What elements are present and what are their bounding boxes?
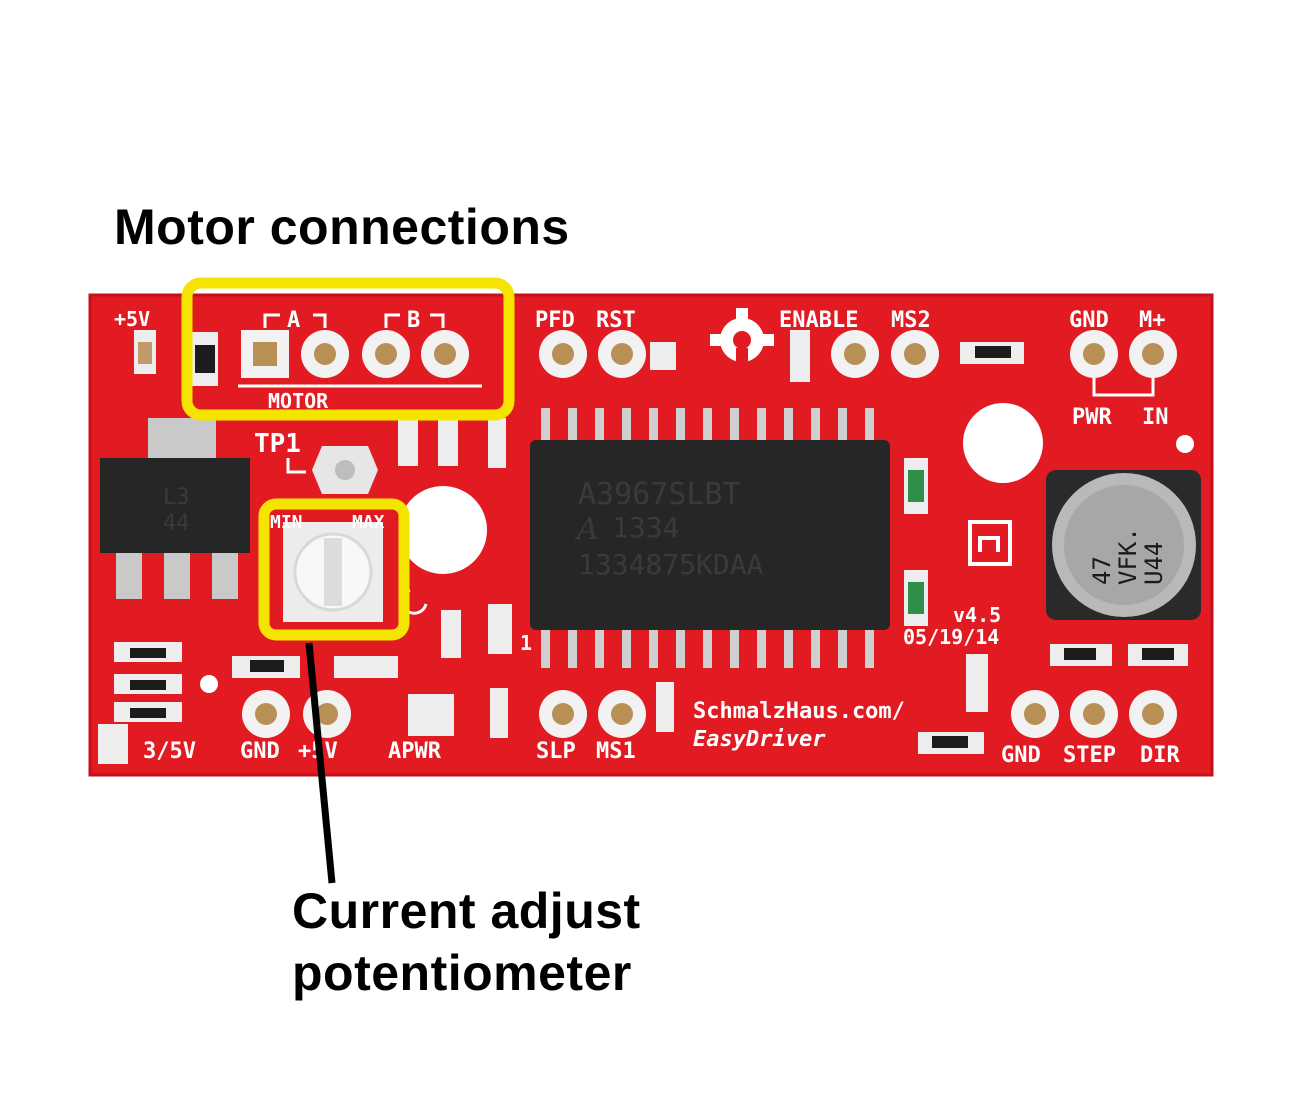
motor-header: [238, 313, 482, 388]
potentiometer-highlight: [258, 498, 410, 641]
current-potentiometer: [283, 522, 383, 622]
label-3-5v: 3/5V: [143, 739, 196, 764]
label-version: v4.5: [953, 603, 1001, 627]
capacitor: 47 VFK. U44: [1046, 470, 1201, 620]
current-adjust-line1: Current adjust: [292, 883, 641, 939]
capacitor-line2: VFK.: [1114, 527, 1142, 585]
label-ms1: MS1: [596, 739, 636, 764]
pointer-line: [305, 642, 336, 884]
svg-text:A: A: [574, 512, 599, 547]
capacitor-line3: U44: [1140, 542, 1168, 585]
label-gnd-top: GND: [1069, 308, 1109, 333]
house-icon: [968, 520, 1012, 566]
label-tp1: TP1: [254, 429, 301, 459]
motor-connections-label: Motor connections: [114, 199, 570, 255]
label-a: A: [287, 308, 300, 333]
label-b: B: [407, 308, 420, 333]
regulator-line2: 44: [163, 511, 190, 536]
voltage-regulator: L3 44: [100, 418, 250, 599]
label-in: IN: [1142, 405, 1169, 430]
open-hardware-logo-icon: [710, 308, 774, 374]
motor-connections-highlight: [181, 277, 515, 421]
mounting-hole-left: [399, 486, 487, 574]
label-apwr: APWR: [388, 739, 442, 764]
label-step: STEP: [1063, 743, 1116, 768]
label-pfd: PFD: [535, 308, 575, 333]
capacitor-line1: 47: [1088, 556, 1116, 585]
chip-line2: 1334: [612, 511, 679, 544]
label-gnd-bottom-left: GND: [240, 739, 280, 764]
label-motor: MOTOR: [268, 389, 329, 413]
label-product: EasyDriver: [693, 727, 826, 752]
current-adjust-label: Current adjust potentiometer: [292, 880, 641, 1004]
tp1-arrow-icon: [286, 458, 306, 474]
label-min: MIN: [270, 512, 303, 533]
label-m-plus: M+: [1139, 308, 1166, 333]
label-plus5v-top: +5V: [114, 307, 150, 331]
chip-line1: A3967SLBT: [578, 477, 741, 512]
label-enable: ENABLE: [779, 308, 858, 333]
label-pwr: PWR: [1072, 405, 1112, 430]
label-gnd-bottom-right: GND: [1001, 743, 1041, 768]
label-max: MAX: [352, 512, 385, 533]
regulator-line1: L3: [163, 485, 190, 510]
label-site: SchmalzHaus.com/: [693, 699, 905, 724]
driver-chip: [530, 440, 890, 630]
label-pin-one: 1: [520, 631, 532, 655]
label-ms2: MS2: [891, 308, 931, 333]
label-rst: RST: [596, 308, 636, 333]
chip-line3: 1334875KDAA: [578, 548, 764, 581]
current-adjust-line2: potentiometer: [292, 945, 632, 1001]
label-slp: SLP: [536, 739, 576, 764]
label-date: 05/19/14: [903, 625, 999, 649]
label-dir: DIR: [1140, 743, 1180, 768]
mounting-hole-right: [963, 403, 1043, 483]
chip-pins: [541, 408, 874, 668]
